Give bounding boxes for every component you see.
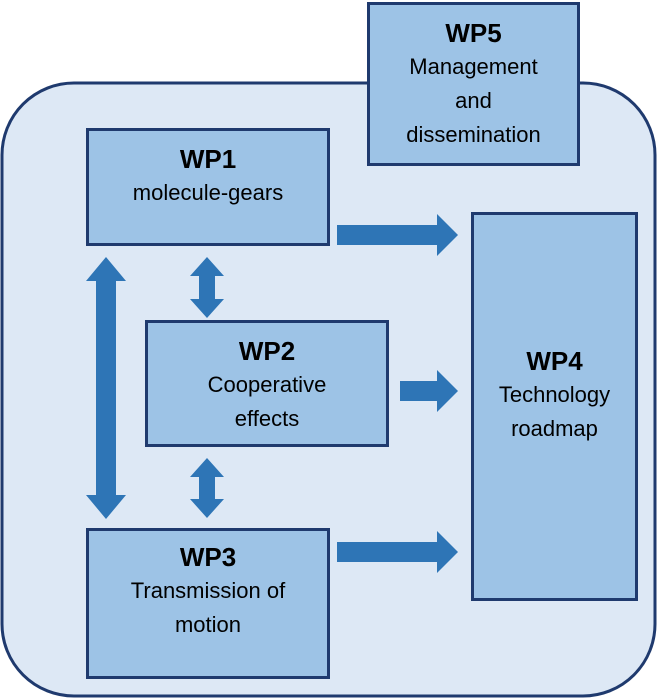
- arrow-wp2-wp3-bidirectional: [190, 458, 224, 518]
- wp5-title: WP5: [445, 18, 502, 48]
- wp5-box: WP5 Management and dissemination: [367, 2, 580, 166]
- wp2-title: WP2: [238, 336, 296, 366]
- arrow-wp1-to-wp4: [337, 214, 458, 256]
- wp3-title: WP3: [179, 542, 237, 572]
- wp1-box: WP1 molecule-gears: [86, 128, 330, 246]
- arrow-wp1-wp2-bidirectional: [190, 257, 224, 318]
- wp5-subtitle: Management and dissemination: [406, 54, 541, 147]
- wp2-box: WP2 Cooperative effects: [145, 320, 389, 447]
- wp2-subtitle: Cooperative effects: [207, 372, 327, 431]
- arrow-wp2-to-wp4: [400, 370, 458, 412]
- arrow-wp1-wp3-bidirectional: [86, 257, 126, 519]
- wp4-subtitle: Technology roadmap: [498, 382, 611, 441]
- wp1-title: WP1: [179, 144, 237, 174]
- wp4-box: WP4 Technology roadmap: [471, 212, 638, 601]
- wp1-subtitle: molecule-gears: [132, 180, 284, 205]
- arrow-wp3-to-wp4: [337, 531, 458, 573]
- wp3-box: WP3 Transmission of motion: [86, 528, 330, 679]
- wp3-subtitle: Transmission of motion: [130, 578, 286, 637]
- wp4-title: WP4: [526, 346, 583, 376]
